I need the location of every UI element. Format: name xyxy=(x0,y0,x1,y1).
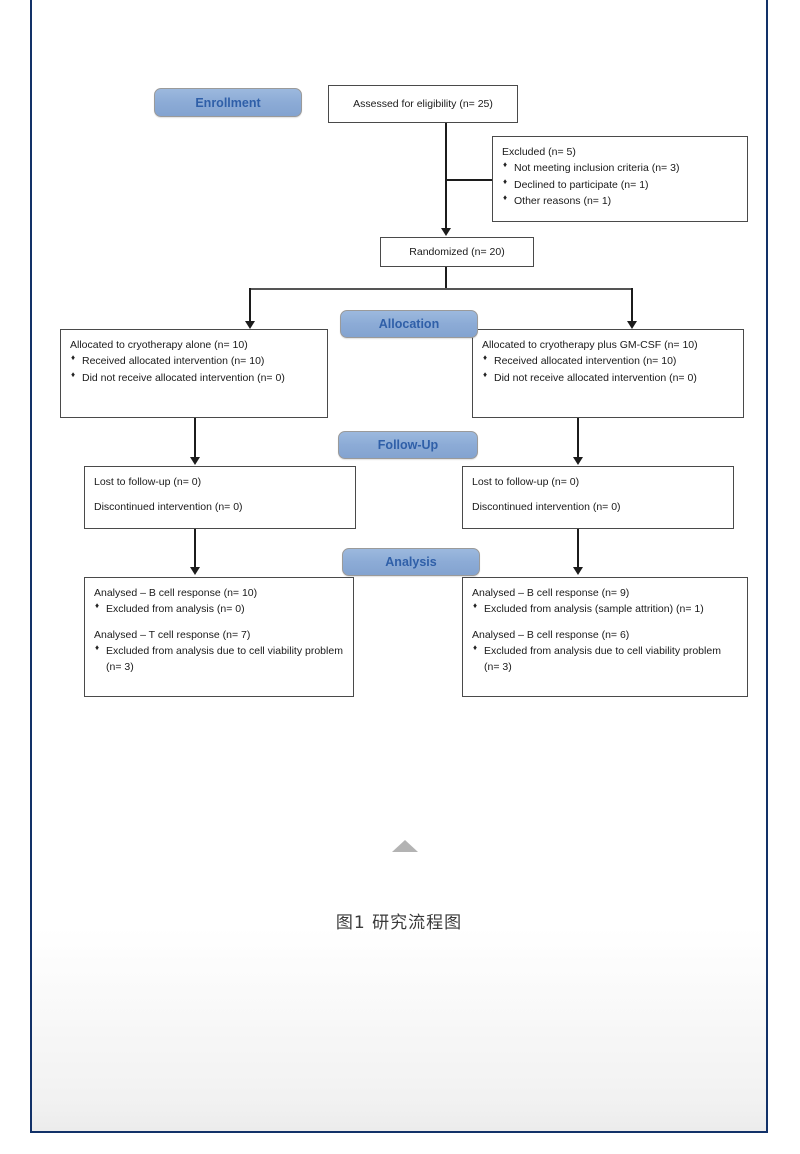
box-followup-right-line1: Lost to follow-up (n= 0) xyxy=(472,476,580,488)
arrow-to-followup-right xyxy=(573,457,583,465)
list-item: Other reasons (n= 1) xyxy=(502,192,738,209)
box-excluded-title: Excluded (n= 5) xyxy=(502,146,576,158)
box-followup-left-line1: Lost to follow-up (n= 0) xyxy=(94,476,202,488)
spacer xyxy=(94,618,344,627)
scroll-to-top-icon[interactable] xyxy=(392,840,418,852)
box-analysis-left-title1: Analysed – B cell response (n= 10) xyxy=(94,587,258,599)
box-excluded-list: Not meeting inclusion criteria (n= 3) De… xyxy=(502,159,738,209)
list-item: Received allocated intervention (n= 10) xyxy=(482,352,734,369)
spacer xyxy=(472,618,738,627)
box-followup-left: Lost to follow-up (n= 0) Discontinued in… xyxy=(84,466,356,529)
spacer xyxy=(94,490,346,499)
stage-badge-analysis-label: Analysis xyxy=(385,555,437,569)
arrow-to-allocation-left xyxy=(245,321,255,329)
list-item: Excluded from analysis (n= 0) xyxy=(94,600,344,617)
stage-badge-allocation-label: Allocation xyxy=(378,317,440,331)
arrow-to-analysis-left xyxy=(190,567,200,575)
stage-badge-enrollment-label: Enrollment xyxy=(195,95,261,110)
connector-allocation-left-drop xyxy=(249,288,251,326)
stage-badge-followup: Follow-Up xyxy=(338,431,478,459)
box-analysis-right-list1: Excluded from analysis (sample attrition… xyxy=(472,600,738,617)
arrow-to-allocation-right xyxy=(627,321,637,329)
figure-caption: 图1 研究流程图 xyxy=(335,913,463,933)
box-allocated-left-list: Received allocated intervention (n= 10) … xyxy=(70,352,318,386)
box-analysis-left-title2: Analysed – T cell response (n= 7) xyxy=(94,628,251,641)
connector-randomized-stub xyxy=(445,267,447,289)
box-randomized-title: Randomized (n= 20) xyxy=(409,245,505,258)
connector-allocation-split-bar xyxy=(250,288,633,290)
consort-flow-diagram: Enrollment Assessed for eligibility (n= … xyxy=(32,0,766,1131)
box-allocated-right: Allocated to cryotherapy plus GM-CSF (n=… xyxy=(472,329,744,418)
stage-badge-followup-label: Follow-Up xyxy=(377,438,439,452)
connector-allocation-right-drop xyxy=(631,288,633,326)
list-item: Excluded from analysis due to cell viabi… xyxy=(472,642,738,676)
list-item: Excluded from analysis (sample attrition… xyxy=(472,600,738,617)
box-followup-left-line2: Discontinued intervention (n= 0) xyxy=(94,501,243,514)
box-allocated-left-title: Allocated to cryotherapy alone (n= 10) xyxy=(70,339,248,351)
connector-to-excluded xyxy=(445,179,497,181)
list-item: Did not receive allocated intervention (… xyxy=(70,369,318,386)
stage-badge-enrollment: Enrollment xyxy=(154,88,302,117)
box-analysis-right-title2: Analysed – B cell response (n= 6) xyxy=(472,628,630,641)
connector-follow-left-to-analysis xyxy=(194,529,196,573)
box-assessed-for-eligibility: Assessed for eligibility (n= 25) xyxy=(328,85,518,123)
box-analysis-left-list2: Excluded from analysis due to cell viabi… xyxy=(94,642,344,676)
box-analysis-right-list2: Excluded from analysis due to cell viabi… xyxy=(472,642,738,676)
list-item: Excluded from analysis due to cell viabi… xyxy=(94,642,344,676)
arrow-to-followup-left xyxy=(190,457,200,465)
box-analysis-right: Analysed – B cell response (n= 9) Exclud… xyxy=(462,577,748,697)
stage-badge-allocation: Allocation xyxy=(340,310,478,338)
box-allocated-right-title: Allocated to cryotherapy plus GM-CSF (n=… xyxy=(482,339,698,351)
box-excluded: Excluded (n= 5) Not meeting inclusion cr… xyxy=(492,136,748,222)
box-allocated-right-list: Received allocated intervention (n= 10) … xyxy=(482,352,734,386)
stage-badge-analysis: Analysis xyxy=(342,548,480,576)
document-page-panel: Enrollment Assessed for eligibility (n= … xyxy=(30,0,768,1133)
box-analysis-left: Analysed – B cell response (n= 10) Exclu… xyxy=(84,577,354,697)
box-assessed-title: Assessed for eligibility (n= 25) xyxy=(353,97,493,110)
list-item: Declined to participate (n= 1) xyxy=(502,176,738,193)
box-followup-right-line2: Discontinued intervention (n= 0) xyxy=(472,501,621,514)
connector-alloc-right-to-follow xyxy=(577,418,579,462)
list-item: Received allocated intervention (n= 10) xyxy=(70,352,318,369)
box-analysis-left-list1: Excluded from analysis (n= 0) xyxy=(94,600,344,617)
arrow-to-analysis-right xyxy=(573,567,583,575)
connector-alloc-left-to-follow xyxy=(194,418,196,462)
box-analysis-right-title1: Analysed – B cell response (n= 9) xyxy=(472,587,630,599)
list-item: Not meeting inclusion criteria (n= 3) xyxy=(502,159,738,176)
box-followup-right: Lost to follow-up (n= 0) Discontinued in… xyxy=(462,466,734,529)
list-item: Did not receive allocated intervention (… xyxy=(482,369,734,386)
connector-assessed-trunk xyxy=(445,123,447,233)
connector-follow-right-to-analysis xyxy=(577,529,579,573)
box-randomized: Randomized (n= 20) xyxy=(380,237,534,267)
box-allocated-left: Allocated to cryotherapy alone (n= 10) R… xyxy=(60,329,328,418)
spacer xyxy=(472,490,724,499)
arrow-assessed-to-randomized xyxy=(441,228,451,236)
